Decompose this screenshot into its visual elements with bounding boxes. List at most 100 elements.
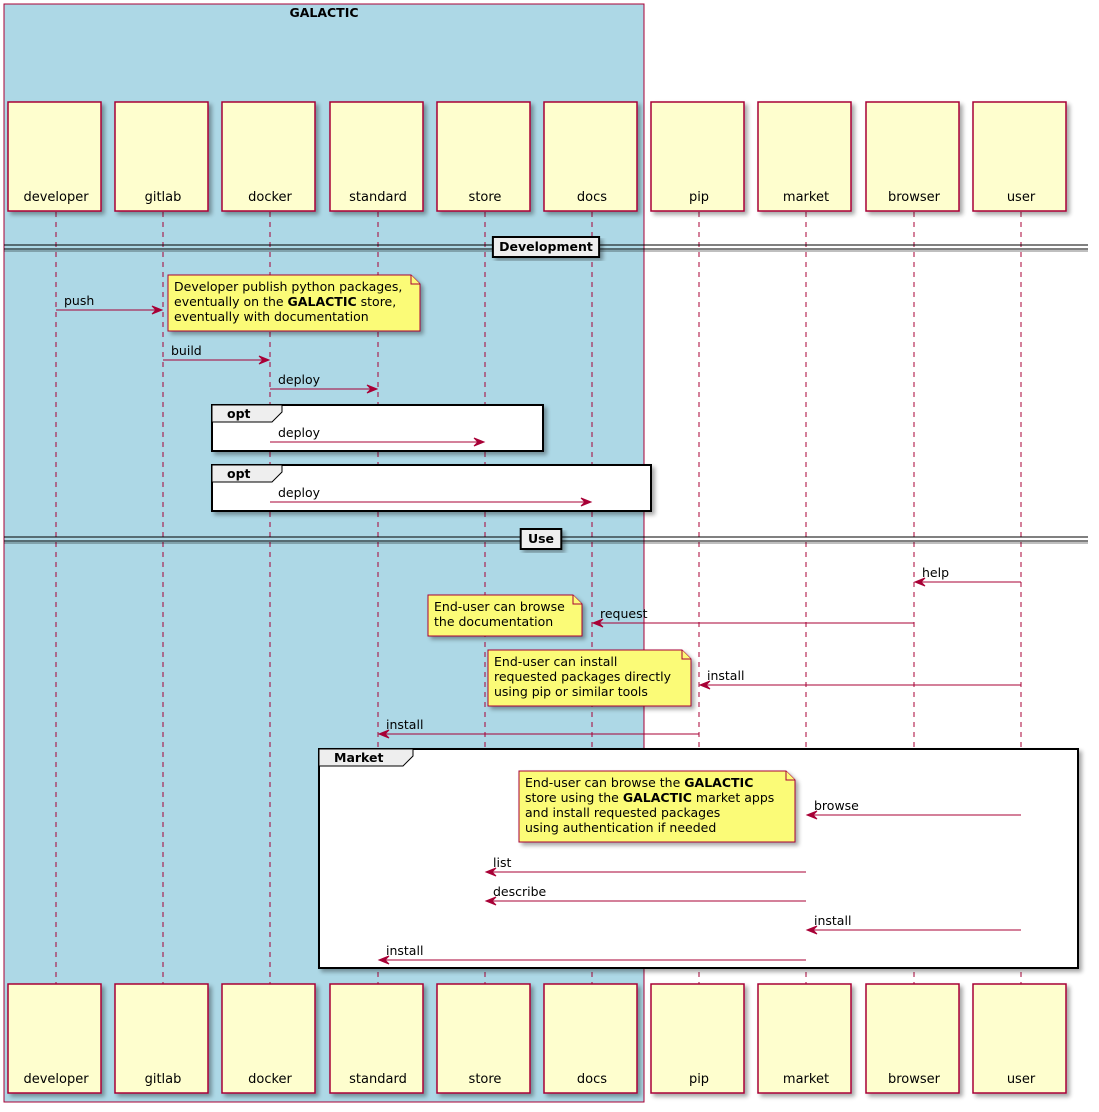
message-browse-user-to-market[interactable]: browse [805, 798, 1021, 820]
divider-development: Development [4, 236, 1088, 258]
participant-store-bottom[interactable]: store [436, 983, 531, 1094]
message-label: deploy [278, 485, 321, 500]
participant-developer-top[interactable]: developer [7, 101, 102, 212]
participant-gitlab-top[interactable]: gitlab [114, 101, 209, 212]
participant-box [865, 983, 960, 1094]
note-text: the documentation [434, 614, 553, 629]
participant-box [865, 101, 960, 212]
participant-label: developer [23, 1072, 89, 1087]
participant-user-bottom[interactable]: user [972, 983, 1067, 1094]
participant-docker-bottom[interactable]: docker [221, 983, 316, 1094]
note-text: and install requested packages [525, 805, 720, 820]
participant-market-top[interactable]: market [757, 101, 852, 212]
note-body [487, 649, 692, 707]
note-line: the documentation [434, 614, 553, 629]
participant-box [757, 983, 852, 1094]
note-publish: Developer publish python packages, eventu… [167, 274, 421, 332]
message-label: help [922, 565, 949, 580]
note-emphasis: GALACTIC [684, 775, 753, 790]
message-list-market-to-store[interactable]: list [484, 855, 806, 877]
message-build-gitlab-to-docker[interactable]: build [163, 343, 271, 365]
message-label: deploy [278, 372, 321, 387]
participant-user-top[interactable]: user [972, 101, 1067, 212]
participant-label: market [783, 1072, 829, 1087]
note-emphasis: GALACTIC [623, 790, 692, 805]
participant-box [329, 101, 424, 212]
note-line: End-user can browse [434, 599, 565, 614]
group-keyword: opt [227, 466, 251, 481]
group-tab [318, 748, 414, 767]
divider-label: Use [528, 531, 554, 546]
note-body [167, 274, 421, 332]
message-label: browse [814, 798, 859, 813]
arrowhead-icon [377, 955, 390, 965]
participant-label: gitlab [145, 1072, 182, 1087]
participant-label: docker [248, 190, 292, 205]
galactic-box-title: GALACTIC [289, 5, 358, 20]
participant-box [650, 101, 745, 212]
participants-layer: developer developer gitlab gitlab docker dock… [7, 101, 1067, 1094]
note-line: using authentication if needed [525, 820, 716, 835]
note-line: Developer publish python packages, [174, 279, 402, 294]
message-request-browser-to-docs[interactable]: request [591, 606, 914, 628]
note-fold-icon [410, 275, 420, 285]
participant-docs-bottom[interactable]: docs [543, 983, 638, 1094]
participant-standard-top[interactable]: standard [329, 101, 424, 212]
message-push-developer-to-gitlab[interactable]: push [56, 293, 164, 315]
message-label: install [386, 717, 423, 732]
message-deploy-docker-to-standard[interactable]: deploy [270, 372, 379, 394]
group-tab [211, 464, 283, 483]
arrowhead-icon [805, 925, 818, 935]
message-install-user-to-market[interactable]: install [805, 913, 1021, 935]
arrowhead-icon [366, 384, 379, 394]
participant-market-bottom[interactable]: market [757, 983, 852, 1094]
arrowhead-icon [805, 810, 818, 820]
arrowhead-icon [484, 896, 497, 906]
note-text: using pip or similar tools [494, 684, 648, 699]
message-describe-market-to-store[interactable]: describe [484, 884, 806, 906]
group-frame [211, 464, 652, 512]
arrowhead-icon [377, 729, 390, 739]
note-text: eventually with documentation [174, 309, 369, 324]
note-text: End-user can install [494, 654, 617, 669]
participant-label: pip [689, 190, 709, 205]
arrowhead-icon [698, 680, 711, 690]
participant-developer-bottom[interactable]: developer [7, 983, 102, 1094]
group-keyword: opt [227, 406, 251, 421]
note-line: using pip or similar tools [494, 684, 648, 699]
note-fold-icon [785, 771, 795, 781]
message-install-market-to-standard[interactable]: install [377, 943, 806, 965]
participant-standard-bottom[interactable]: standard [329, 983, 424, 1094]
participant-docker-top[interactable]: docker [221, 101, 316, 212]
participant-pip-top[interactable]: pip [650, 101, 745, 212]
participant-store-top[interactable]: store [436, 101, 531, 212]
message-help-user-to-browser[interactable]: help [913, 565, 1021, 587]
participant-box [543, 983, 638, 1094]
message-deploy-docker-to-docs[interactable]: deploy [270, 485, 593, 507]
participant-label: gitlab [145, 190, 182, 205]
participant-box [7, 101, 102, 212]
participant-gitlab-bottom[interactable]: gitlab [114, 983, 209, 1094]
group-frame [211, 404, 544, 452]
note-text: market apps [692, 790, 774, 805]
participant-browser-bottom[interactable]: browser [865, 983, 960, 1094]
arrowhead-icon [473, 437, 486, 447]
message-deploy-docker-to-store[interactable]: deploy [270, 425, 486, 447]
participant-box [972, 101, 1067, 212]
arrowhead-icon [591, 618, 604, 628]
participant-label: market [783, 190, 829, 205]
note-text: End-user can browse [434, 599, 565, 614]
note-body [518, 770, 796, 843]
message-label: deploy [278, 425, 321, 440]
note-line: End-user can browse the GALACTIC [525, 775, 753, 790]
participant-docs-top[interactable]: docs [543, 101, 638, 212]
participant-pip-bottom[interactable]: pip [650, 983, 745, 1094]
note-body [427, 594, 583, 637]
arrowhead-icon [258, 355, 271, 365]
message-install-pip-to-standard[interactable]: install [377, 717, 699, 739]
participant-browser-top[interactable]: browser [865, 101, 960, 212]
message-install-user-to-pip[interactable]: install [698, 668, 1021, 690]
note-line: End-user can install [494, 654, 617, 669]
